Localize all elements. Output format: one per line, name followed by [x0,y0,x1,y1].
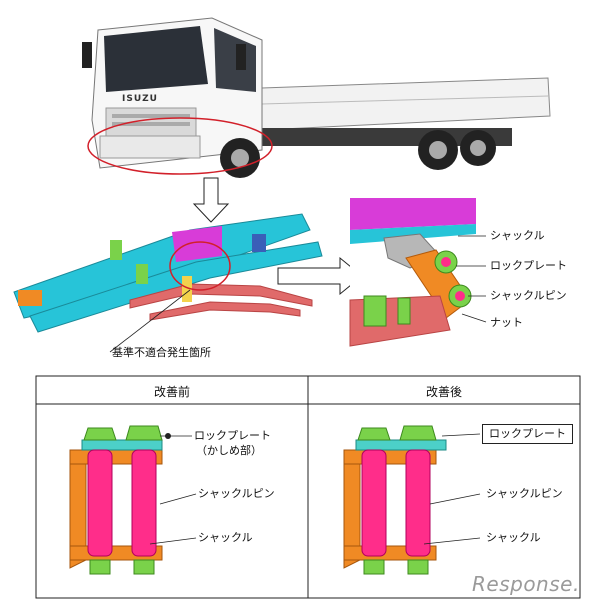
before-shackle-pin-label: シャックルピン [198,487,275,500]
before-lock-plate-label: ロックプレート [194,429,271,442]
zoom-detail [349,198,478,347]
defect-leader-line [109,289,191,353]
right-arrow [277,256,363,296]
callout-shackle: シャックル [490,229,545,242]
callout-lock-plate: ロックプレート [490,259,567,272]
shackle-before-illustration [69,425,171,575]
response-watermark: Response. [472,572,580,596]
highlight-ellipse-truck [87,117,273,175]
truck-illustration [82,17,551,178]
header-before: 改善前 [153,385,190,399]
after-shackle-pin-label: シャックルピン [486,487,563,500]
highlight-circle-chassis [169,241,231,291]
header-after: 改善後 [425,385,462,399]
defect-location-label: 基準不適合発生箇所 [112,346,211,359]
after-lock-plate-label: ロックプレート [482,424,573,444]
truck-badge: ISUZU [122,94,158,104]
callout-nut: ナット [490,316,523,329]
after-shackle-label: シャックル [486,531,541,544]
before-lock-plate-sub-label: （かしめ部） [196,444,262,457]
callout-shackle-pin: シャックルピン [490,289,567,302]
down-arrow [192,177,230,223]
chassis-diagram [13,213,323,333]
before-shackle-label: シャックル [198,531,253,544]
shackle-after-illustration [343,425,447,575]
comparison-table [35,375,581,599]
